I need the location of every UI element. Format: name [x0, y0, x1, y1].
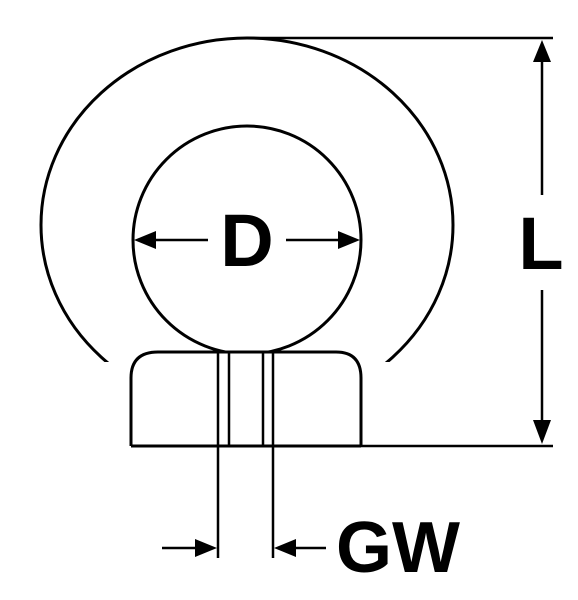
arrowhead-down: [533, 420, 551, 444]
length-dimension-arrow: [533, 40, 551, 444]
diameter-dimension-arrow: [134, 231, 360, 249]
arrowhead-right: [338, 231, 360, 249]
stud-lines: [216, 352, 275, 558]
label-gw: GW: [336, 508, 460, 588]
label-d: D: [220, 199, 273, 282]
gap-width-dimension-arrows: [162, 539, 326, 557]
collar: [129, 350, 363, 446]
arrowhead-left: [134, 231, 156, 249]
arrowhead-gw-right: [195, 539, 217, 557]
arrowhead-up: [533, 40, 551, 62]
arrowhead-gw-left: [274, 539, 296, 557]
label-l: L: [518, 202, 563, 285]
